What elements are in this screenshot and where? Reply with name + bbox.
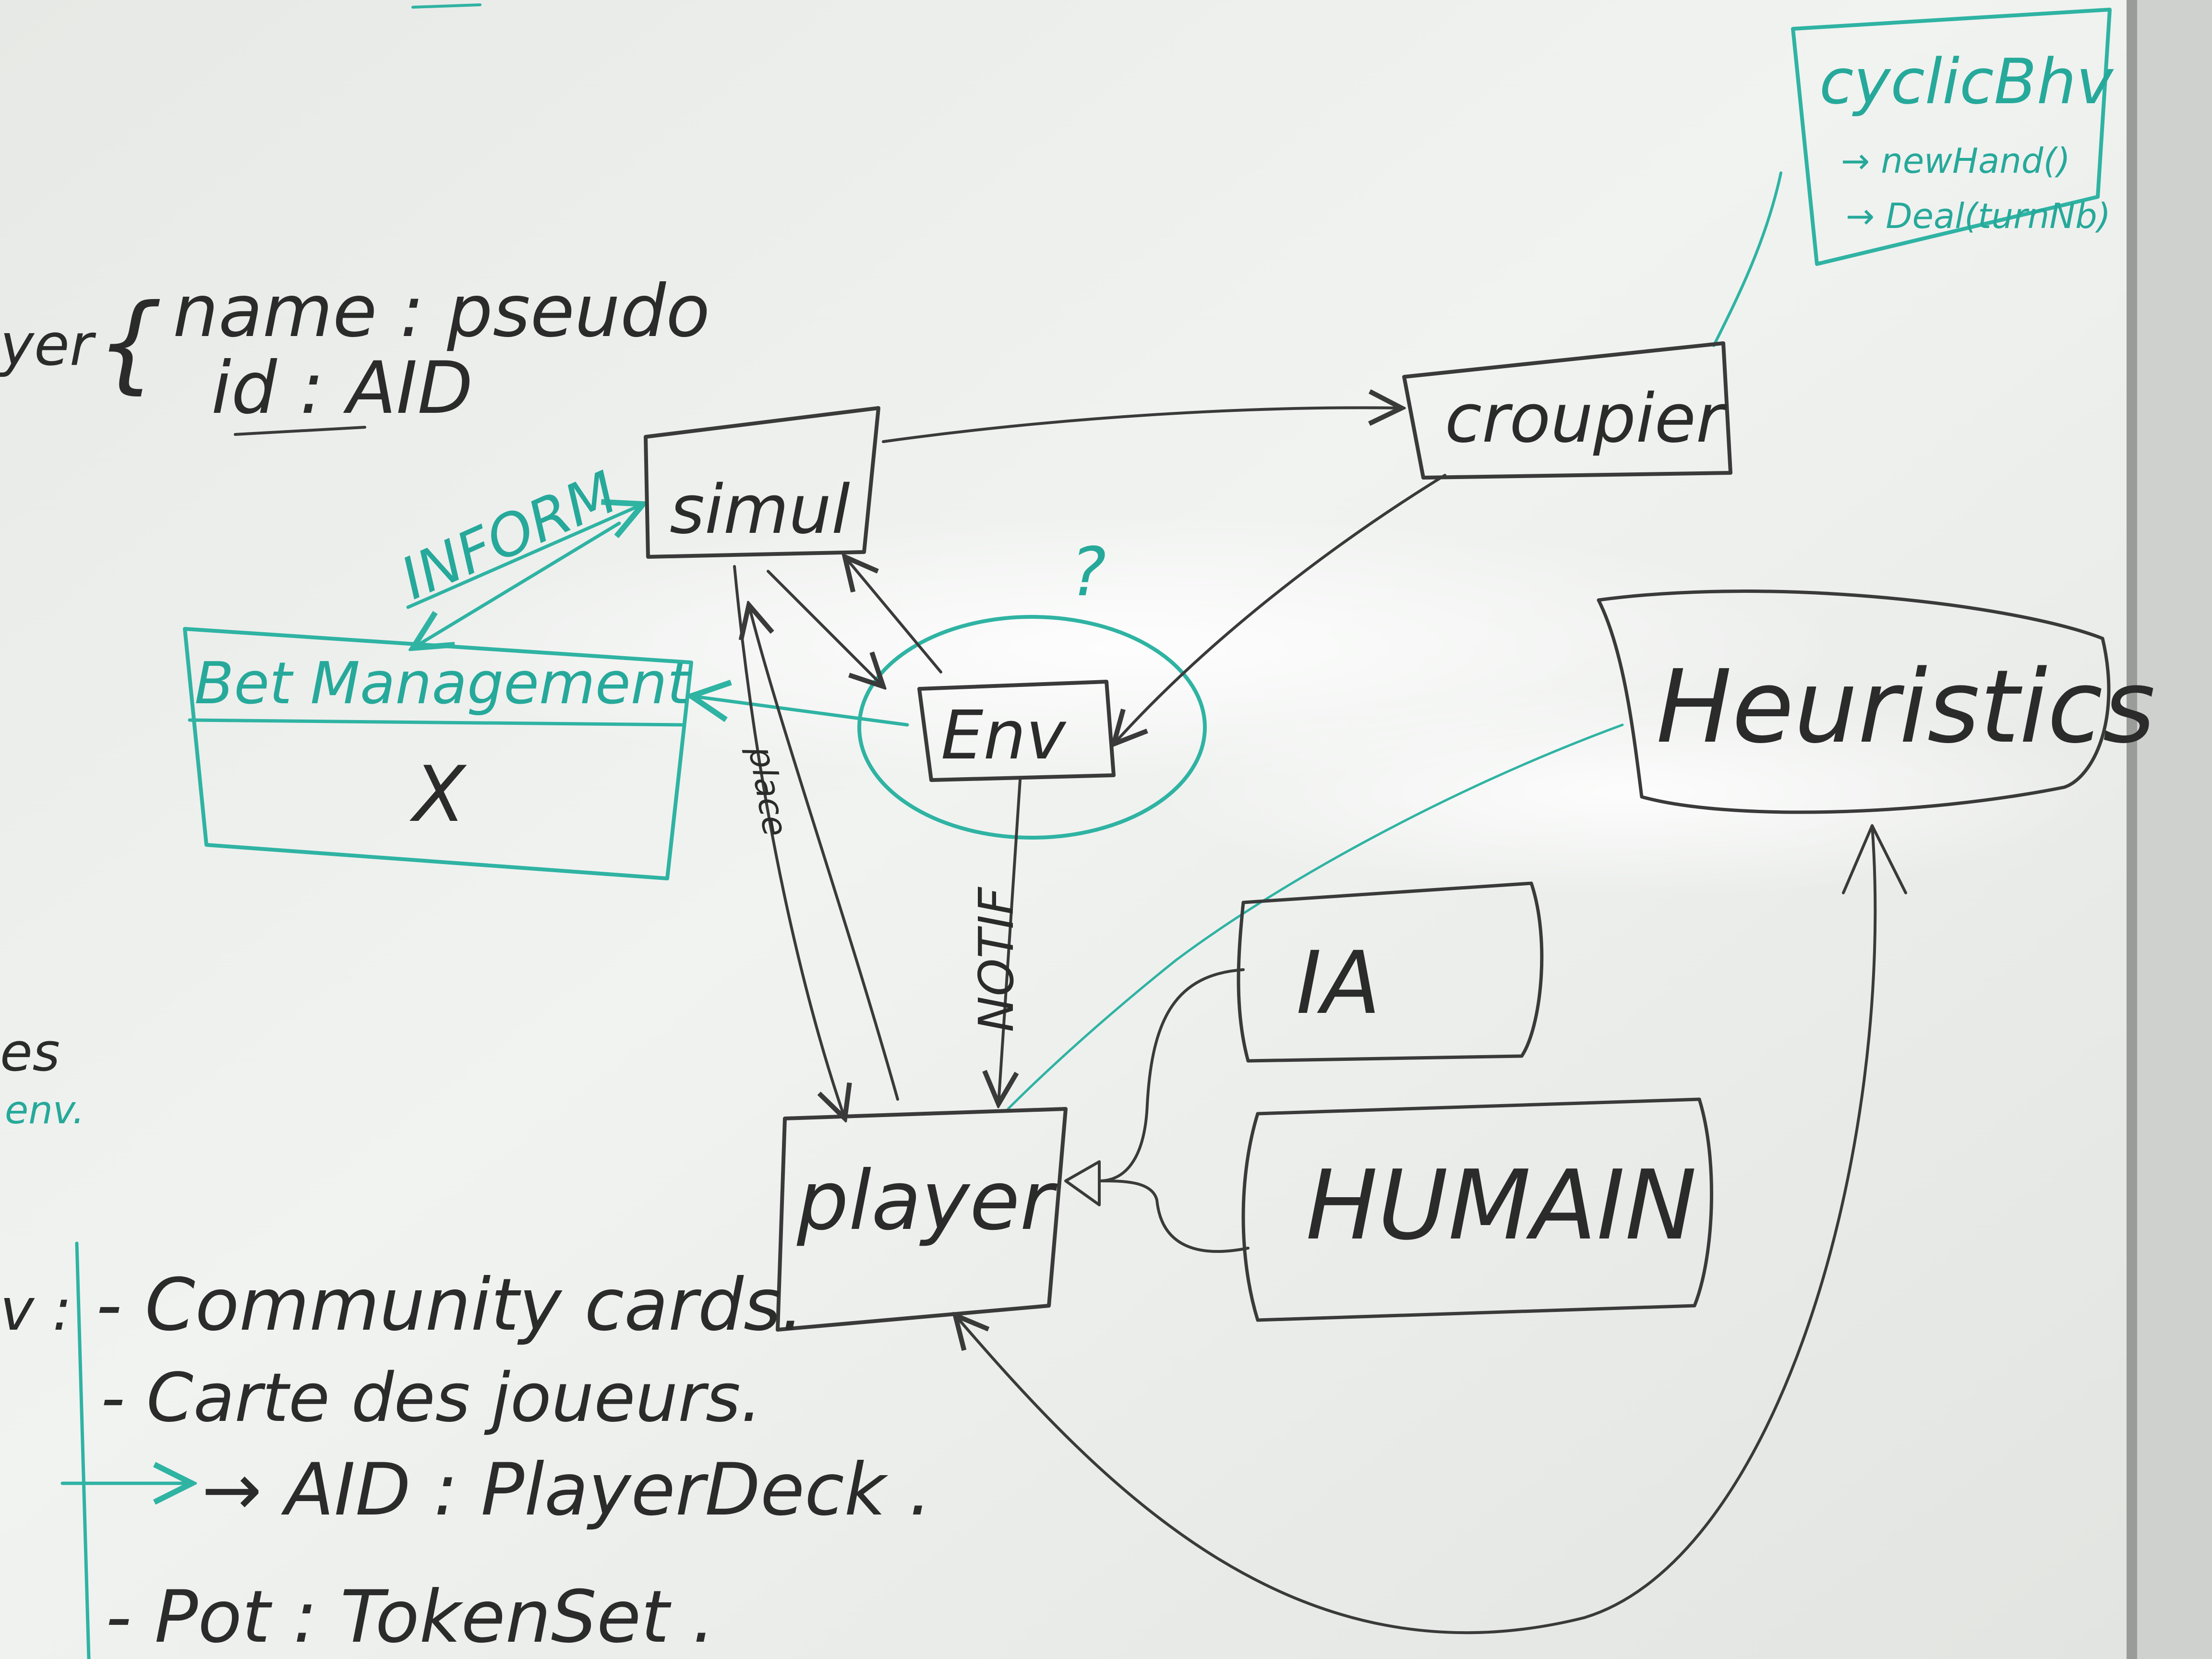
notes-line-4: - Pot : TokenSet .	[106, 1575, 715, 1659]
player-def-name: name : pseudo	[173, 270, 710, 353]
board-frame	[2131, 0, 2212, 1659]
ia-to-player-line	[1098, 968, 1245, 1182]
humain-box: HUMAIN	[1241, 1097, 1713, 1322]
heuristics-to-player-arrow	[955, 824, 1877, 1635]
cyclic-behaviour-box: cyclicBhv → newHand() → Deal(turnNb)	[1791, 8, 2114, 266]
env-ellipse	[857, 615, 1207, 840]
bet-management-title: Bet Management	[194, 650, 692, 717]
env-to-simul-arrow	[845, 557, 942, 673]
env-notes: v : - Community cards. - Carte des joueu…	[0, 1263, 932, 1659]
brace: {	[96, 281, 163, 404]
notes-line-1: - Community cards.	[96, 1263, 804, 1347]
notes-line-3: → AID : PlayerDeck .	[202, 1448, 932, 1532]
player-def-id: id : AID	[211, 347, 473, 430]
simul-box: simul	[644, 406, 880, 559]
env-to-player-arrow	[998, 779, 1022, 1104]
simul-to-croupier-arrow	[882, 408, 1402, 443]
env-label: Env	[941, 697, 1067, 775]
inheritance-triangle	[1064, 1160, 1101, 1206]
bet-management-box: Bet Management X	[183, 627, 693, 880]
player-to-simul-arrow	[749, 605, 899, 1101]
croupier-box: croupier	[1402, 341, 1732, 480]
humain-to-player-line	[1098, 1179, 1250, 1253]
cyclic-connector	[1712, 171, 1782, 347]
inform-arrow	[406, 504, 643, 609]
cyclic-behaviour-method-2: → Deal(turnNb)	[1846, 196, 2111, 236]
player-box: player	[776, 1107, 1068, 1332]
simul-label: simul	[670, 471, 850, 549]
bet-management-mark: X	[409, 749, 467, 839]
heuristics-teal-line	[1007, 723, 1624, 1110]
env-question: ?	[1070, 533, 1106, 612]
board-frame-edge	[2127, 0, 2137, 1659]
heuristics-arrowhead	[1842, 824, 1907, 894]
heuristics-box: Heuristics	[1597, 589, 2155, 814]
underline	[234, 426, 366, 436]
heuristics-label: Heuristics	[1656, 648, 2155, 766]
ia-box: IA	[1237, 881, 1544, 1063]
notes-env-label: v :	[0, 1277, 72, 1344]
inform-arrow-back	[413, 521, 621, 648]
croupier-to-env-arrow	[1114, 474, 1446, 744]
notes-bracket	[75, 1241, 91, 1659]
notes-line-2: - Carte des joueurs.	[101, 1359, 762, 1437]
notif-label: NOTIF	[968, 887, 1024, 1032]
ia-label: IA	[1296, 933, 1381, 1034]
croupier-label: croupier	[1445, 380, 1727, 458]
left-partial-es: es	[0, 1022, 60, 1083]
left-partial-env: env.	[5, 1088, 84, 1132]
player-def-prefix: yer	[0, 312, 96, 379]
env-to-bet-arrow	[691, 696, 909, 727]
cyclic-behaviour-method-1: → newHand()	[1841, 141, 2070, 181]
cyclic-behaviour-title: cyclicBhv	[1819, 45, 2114, 118]
player-label: player	[796, 1154, 1058, 1249]
top-partial-mark	[411, 3, 481, 9]
env-box: Env	[917, 680, 1116, 782]
simul-to-player-arrow	[733, 565, 845, 1118]
humain-label: HUMAIN	[1306, 1150, 1697, 1262]
simul-to-env-arrow	[767, 570, 883, 686]
player-definition: yer { name : pseudo id : AID	[0, 270, 710, 436]
